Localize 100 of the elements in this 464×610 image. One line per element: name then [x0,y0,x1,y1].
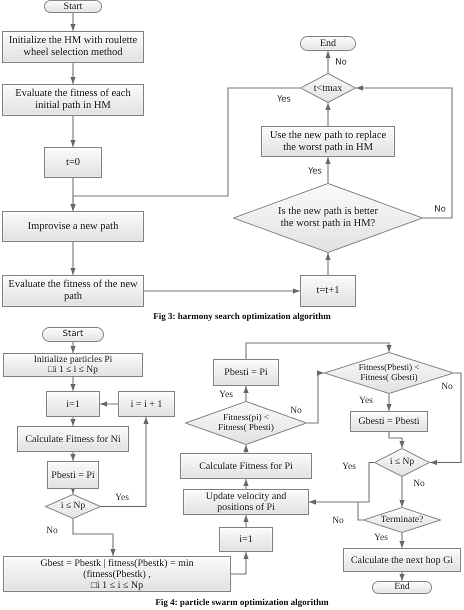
edge-label: No [334,58,348,68]
flow-arrow [325,253,331,275]
flow-arrow [70,63,76,84]
terminal-text: End [320,38,336,49]
flow-arrow [307,370,324,424]
step-text: i=1 [239,534,253,545]
flow-arrow [70,342,76,353]
flow-arrow [70,417,76,426]
condition-text: Terminate? [380,514,424,526]
condition-text: Is the new path is better the worst path in HM? [278,206,378,230]
flow-arrow [325,51,331,73]
step-text: Improvise a new path [28,220,118,232]
flow-arrow [245,342,392,359]
decision-diamond [374,448,430,477]
process-step [118,391,175,417]
process-step [2,31,144,63]
step-text: Pbesti = Pi [224,367,268,378]
step-text: Pbesti = Pi [51,470,95,480]
process-step [2,84,144,116]
step-text: Gbest = Pbestk | fitness(Pbestk) = min (fitness(Pbestk) , □i 1 ≤ i ≤ Np [40,558,194,590]
process-step [46,391,100,417]
process-step [300,275,356,307]
terminal-text: Start [64,1,82,12]
flow-arrow [430,372,462,466]
edge-label: Yes [276,96,292,104]
flow-arrow [70,116,76,147]
flow-arrow [388,432,405,448]
step-text: Calculate Fitness for Pi [199,460,293,472]
flow-arrow [243,445,249,453]
flow-arrow [100,401,118,407]
condition-text: i ≤ Np [60,501,86,512]
condition-text: i ≤ Np [390,457,414,468]
flow-arrow [243,386,249,401]
flow-arrow [70,13,76,31]
step-text: Evaluate the fitness of the new path [8,279,138,303]
process-step [350,411,428,432]
flow-arrow [356,85,453,219]
decision-diamond [363,507,441,533]
step-text: Use the new path to replace the worst path in HM [270,130,386,154]
figure-caption: Fig 4: particle swarm optimization algorithm [155,598,329,608]
process-step [2,211,144,242]
step-text: Initialize the HM with roulette wheel selection method [8,35,138,59]
terminal-shape [300,36,356,51]
process-step [17,426,129,452]
decision-diamond [324,352,454,394]
step-text: Initialize particles Pi □i 1 ≤ i ≤ Np [34,354,112,376]
process-step [44,147,102,178]
flow-arrow [231,552,249,575]
condition-text: t<tmax [314,82,342,94]
flow-arrow [70,242,76,275]
decision-diamond [185,401,307,445]
terminal-text: Start [62,330,84,340]
flow-arrow [386,394,392,411]
process-step [3,556,231,592]
condition-text: Fitness(pi) < Fitness( Pbesti) [218,413,274,433]
flow-arrow [72,519,116,556]
step-text: Calculate the next hop Gi [350,554,454,566]
terminal-shape [42,327,104,342]
process-step [180,453,312,479]
flow-arrow [70,87,300,211]
decision-diamond [45,494,101,519]
step-text: Update velocity and positions of Pi [206,491,286,513]
process-step [343,548,461,572]
step-text: t=0 [66,156,80,168]
decision-diamond [300,73,356,103]
step-text: i=1 [66,398,80,410]
flow-arrow [399,533,405,548]
process-step [219,527,273,552]
process-step [2,275,144,307]
flow-arrow [399,477,405,507]
flow-arrow [309,499,363,521]
step-text: i = i + 1 [130,398,162,410]
flow-arrow [144,288,300,294]
edge-label: No [289,407,303,417]
process-step [183,489,309,515]
flow-arrow [243,479,249,489]
terminal-shape [372,581,432,594]
flow-arrow [399,572,405,581]
figure-caption: Fig 3: harmony search optimization algorithm [153,312,331,322]
edge-label: No [433,206,447,214]
flow-arrow [70,452,76,461]
condition-text: Fitness(Pbesti) < Fitness( Gbesti) [358,363,420,383]
flow-arrow [70,487,76,494]
process-step [213,359,279,386]
flow-arrow [325,157,331,183]
process-step [47,461,99,489]
decision-diamond [233,183,423,253]
flow-arrow [101,417,149,508]
step-text: Evaluate the fitness of each initial path in HM [15,88,131,112]
process-step [261,126,395,157]
step-text: Calculate Fitness for Ni [25,434,121,444]
step-text: t=t+1 [316,285,340,297]
terminal-text: End [394,582,410,593]
flow-arrow [243,515,249,527]
step-text: Gbesti = Pbesti [358,416,420,427]
process-step [3,353,143,377]
edge-label: Yes [307,168,323,176]
terminal-shape [44,0,102,13]
flow-arrow [70,377,76,391]
flow-arrow [325,103,331,126]
